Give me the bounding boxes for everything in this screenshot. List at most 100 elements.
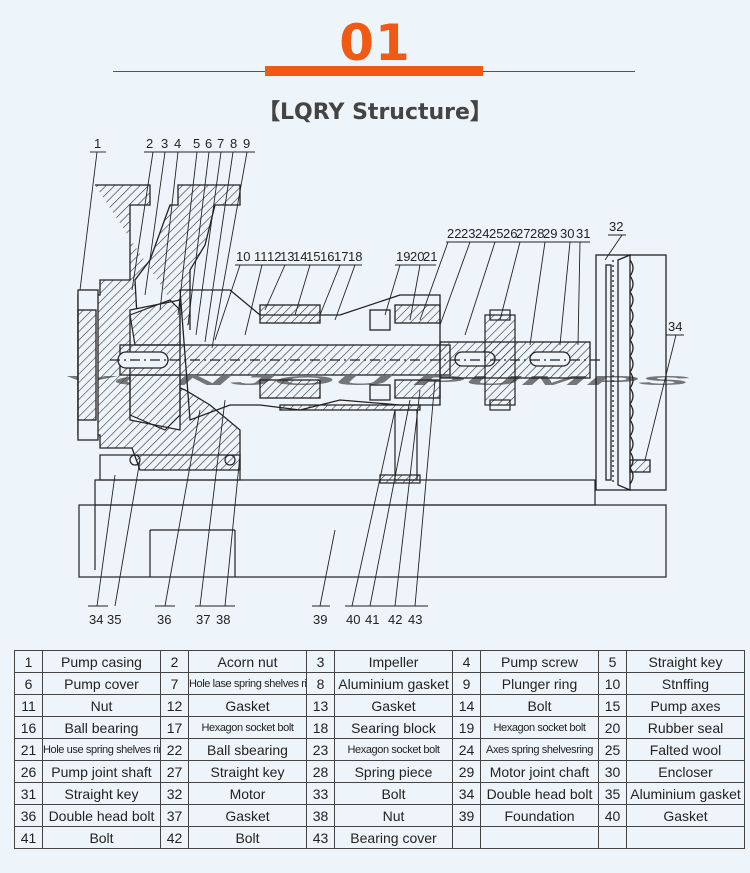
part-number-cell: 34 [452,782,481,805]
title-rule-left [113,71,265,72]
callout-label: 3 [161,136,168,151]
part-name-cell: Motor [188,782,307,805]
callout-label: 18 [348,249,362,264]
part-number-cell: 14 [452,694,481,717]
part-number-cell: 10 [598,672,627,695]
part-name-cell: Double head bolt [42,804,161,827]
part-number-cell: 37 [160,804,189,827]
part-name-cell: Nut [334,804,453,827]
part-number-cell: 1 [14,650,43,673]
motor [595,254,667,491]
title-rule-accent [265,66,483,76]
part-name-cell: Searing block [334,716,453,739]
part-name-cell: Double head bolt [480,782,599,805]
part-name-cell: Hexagon socket bolt [188,716,307,739]
callout-label: 16 [320,249,334,264]
part-number-cell: 7 [160,672,189,695]
pump-cross-section-diagram: YONJOU PUMPS [60,136,692,627]
callout-label: 40 [346,612,360,627]
part-number-cell: 33 [306,782,335,805]
part-name-cell: Ball sbearing [188,738,307,761]
callout-label: 4 [174,136,181,151]
part-name-cell: Hexagon socket bolt [480,716,599,739]
part-number-cell: 19 [452,716,481,739]
callout-label: 37 [196,612,210,627]
callout-label: 30 [560,226,574,241]
part-name-cell: Foundation [480,804,599,827]
callout-label: 34 [89,612,103,627]
part-number-cell: 21 [14,738,43,761]
part-name-cell: Hole lase spring shelves ring [188,672,307,695]
part-name-cell: Gasket [188,804,307,827]
part-number-cell: 36 [14,804,43,827]
callout-label: 8 [230,136,237,151]
part-number-cell: 11 [14,694,43,717]
part-name-cell: Bolt [188,826,307,849]
part-number-cell: 16 [14,716,43,739]
callout-label: 23 [461,226,475,241]
part-name-cell: Encloser [626,760,745,783]
part-name-cell: Gasket [626,804,745,827]
part-number-cell: 42 [160,826,189,849]
part-number-cell [598,826,627,849]
section-number: 01 [339,14,411,72]
part-number-cell: 25 [598,738,627,761]
part-name-cell: Bolt [334,782,453,805]
part-name-cell: Pump casing [42,650,161,673]
page-subtitle: 【LQRY Structure】 [258,100,492,125]
part-name-cell: Gasket [188,694,307,717]
part-name-cell: Ball bearing [42,716,161,739]
callout-label: 2 [146,136,153,151]
part-number-cell: 6 [14,672,43,695]
callout-label: 13 [280,249,294,264]
part-number-cell: 29 [452,760,481,783]
callout-label: 29 [543,226,557,241]
part-name-cell: Plunger ring [480,672,599,695]
part-number-cell: 12 [160,694,189,717]
part-name-cell: Bolt [480,694,599,717]
part-number-cell: 23 [306,738,335,761]
part-name-cell [626,826,745,849]
part-number-cell: 13 [306,694,335,717]
part-number-cell: 38 [306,804,335,827]
leader-lines [79,151,684,607]
part-name-cell [480,826,599,849]
part-number-cell: 30 [598,760,627,783]
callout-label: 22 [447,226,461,241]
part-name-cell: Acorn nut [188,650,307,673]
callout-label: 26 [503,226,517,241]
part-name-cell: Impeller [334,650,453,673]
part-name-cell: Axes spring shelvesring [480,738,599,761]
part-number-cell: 5 [598,650,627,673]
part-number-cell: 24 [452,738,481,761]
part-name-cell: Hole use spring shelves ring [42,738,161,761]
part-name-cell: Pump screw [480,650,599,673]
callout-label: 1 [94,136,101,151]
callout-label: 27 [516,226,530,241]
part-number-cell: 20 [598,716,627,739]
part-number-cell: 27 [160,760,189,783]
part-name-cell: Aluminium gasket [626,782,745,805]
part-number-cell: 28 [306,760,335,783]
callout-label: 25 [489,226,503,241]
callout-label: 6 [205,136,212,151]
part-number-cell: 43 [306,826,335,849]
callout-label: 17 [334,249,348,264]
callout-label: 32 [609,219,623,234]
part-name-cell: Gasket [334,694,453,717]
part-name-cell: Straight key [42,782,161,805]
part-name-cell: Nut [42,694,161,717]
coupling [484,309,516,411]
part-number-cell: 3 [306,650,335,673]
callout-label: 31 [576,226,590,241]
part-name-cell: Spring piece [334,760,453,783]
title-rule-right [483,71,635,72]
part-number-cell: 35 [598,782,627,805]
